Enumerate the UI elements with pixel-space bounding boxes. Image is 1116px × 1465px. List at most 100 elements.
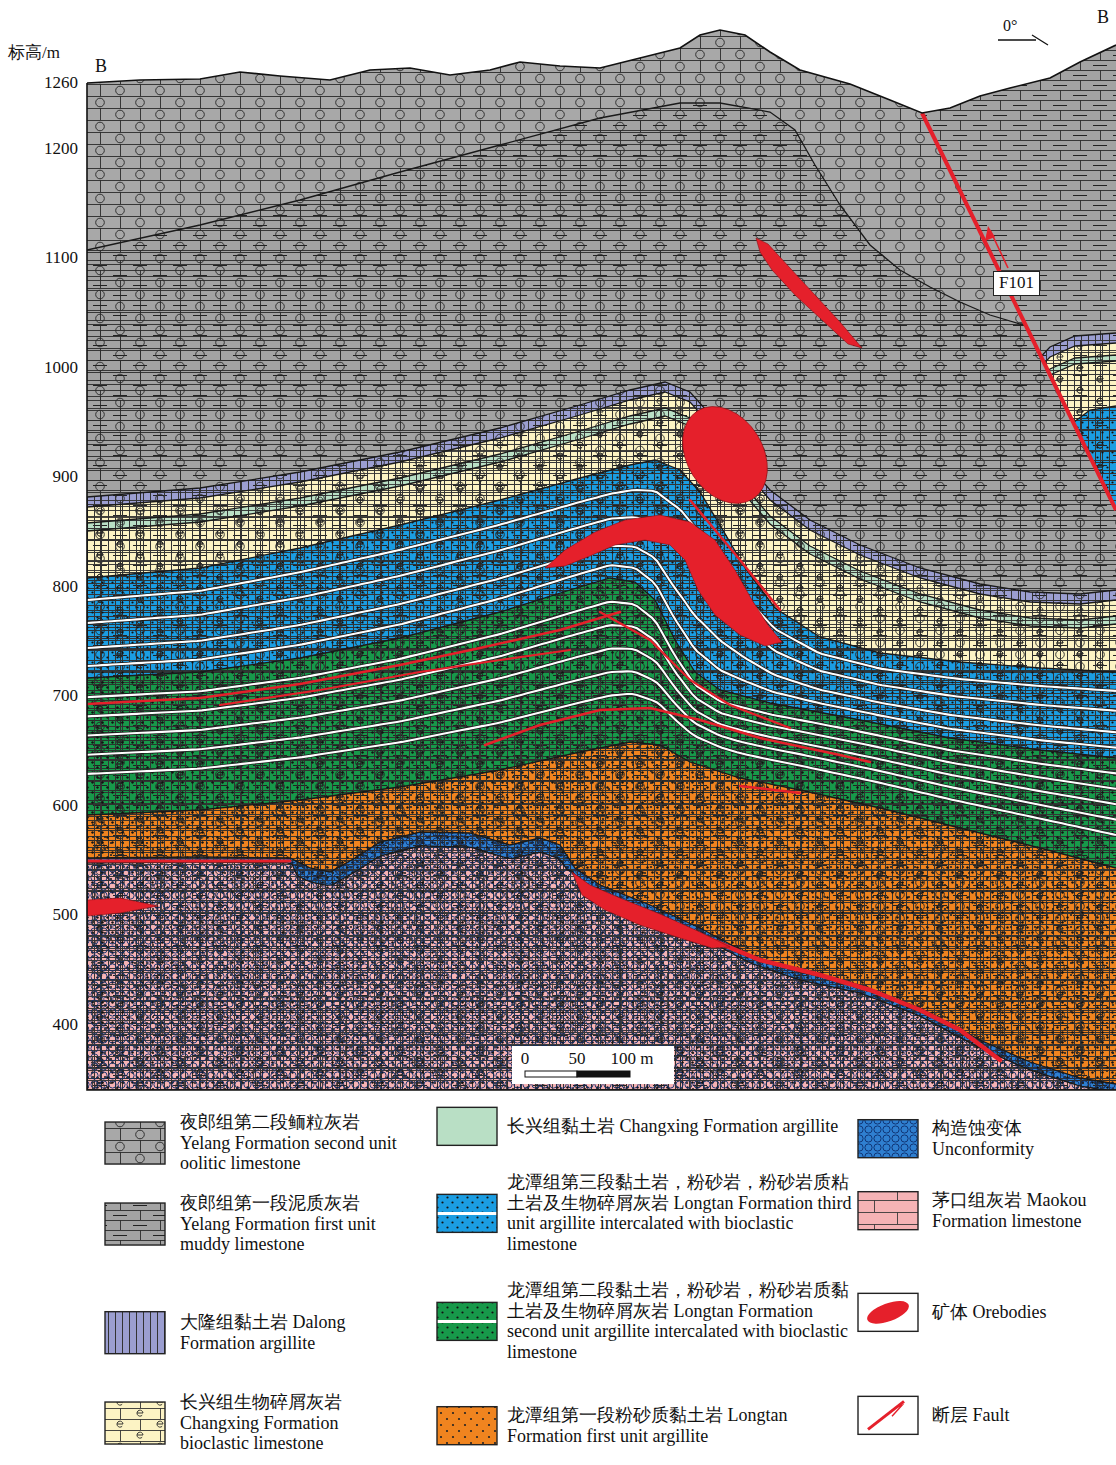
swatch-fill [858,1120,918,1158]
legend-text: 夜郎组第二段鲕粒灰岩 Yelang Formation second unit … [180,1112,405,1174]
swatch-border [858,1396,918,1434]
legend-text: 夜郎组第一段泥质灰岩 Yelang Formation first unit m… [180,1193,405,1255]
swatch-border [105,1312,165,1354]
swatch-pattern [437,1407,497,1445]
scale-label: 0 [521,1050,530,1069]
limestone-bed [87,565,1116,747]
legend-swatch [105,1122,165,1164]
swatch-ground [858,1396,918,1434]
legend-text: 茅口组灰岩 Maokou Formation limestone [932,1190,1110,1231]
scale-label: 100 m [611,1050,654,1069]
section-end-label: B [95,57,107,77]
left-block [87,30,1116,1100]
orebody-symbol [864,1296,912,1328]
swatch-fill [105,1122,165,1164]
legend-text: 龙潭组第三段黏土岩，粉砂岩，粉砂岩质粘土岩及生物碎屑灰岩 Longtan For… [507,1172,852,1255]
swatch-border [437,1302,497,1340]
legend-swatch [105,1203,165,1245]
limestone-bed [87,694,1116,835]
swatch-bed [437,1320,497,1323]
stratum [87,355,1116,1100]
section-end-label: B [1097,8,1109,28]
legend-swatch [437,1407,497,1445]
elevation-tick: 1200 [44,140,78,159]
swatch-border [105,1122,165,1164]
swatch-pattern [437,1302,497,1340]
legend-swatch [105,1402,165,1444]
swatch-border [858,1293,918,1331]
swatch-bed [437,1212,497,1215]
frame [87,83,1116,1090]
topography [87,30,1116,113]
elevation-tick: 1000 [44,359,78,378]
stratum [87,343,1116,1100]
swatch-fill [105,1203,165,1245]
stratum [87,30,1116,1100]
orebody [665,391,785,519]
swatch-pattern [105,1203,165,1245]
swatch-border [437,1407,497,1445]
limestone-bed-edge [87,671,1116,819]
stratum-pattern [87,742,1116,1100]
swatch-border [105,1402,165,1444]
node-text: F101 [999,274,1034,293]
stratum-pattern [87,333,1116,1100]
legend-swatch [437,1302,497,1340]
elevation-tick: 1260 [44,74,78,93]
stratum-pattern [87,406,1116,1100]
fault-label: F101 [993,271,1040,296]
stratum-boundary [87,846,1116,1092]
stratum-pattern [87,30,1116,1100]
fault-symbol [868,1401,904,1429]
legend-text: 构造蚀变体 Unconformity [932,1118,1110,1159]
swatch-border [858,1192,918,1230]
stratum-pattern [87,361,1116,1100]
legend-text: 断层 Fault [932,1405,1110,1426]
orebody-vein [700,935,1000,1060]
legend-swatch [858,1293,918,1331]
swatch-border [105,1203,165,1245]
swatch-fill [437,1302,497,1340]
legend-swatch [437,1194,497,1232]
stratum [87,406,1116,1100]
limestone-bed [87,671,1116,819]
legend-text: 矿体 Orebodies [932,1302,1110,1323]
orebody [756,238,862,348]
elevation-tick: 800 [53,578,79,597]
stratum [87,361,1116,1100]
swatch-fill [437,1107,497,1145]
swatch-border [858,1120,918,1158]
legend-text: 长兴组黏土岩 Changxing Formation argillite [507,1116,852,1137]
limestone-bed [87,546,1116,732]
elevation-tick: 500 [53,906,79,925]
swatch-fill [858,1192,918,1230]
fault-line [922,113,1116,510]
orebody [87,898,158,916]
swatch-fill [105,1312,165,1354]
legend-text: 龙潭组第二段黏土岩，粉砂岩，粉砂岩质黏土岩及生物碎屑灰岩 Longtan For… [507,1280,852,1363]
swatch-fill [437,1407,497,1445]
stratum-boundary [1000,343,1116,410]
right-block [87,30,1116,1100]
elevation-tick: 400 [53,1016,79,1035]
stratum-pattern [87,416,1116,1100]
legend-swatch [105,1312,165,1354]
scale-ground [512,1046,674,1084]
fault-symbol [892,1405,902,1416]
swatch-pattern [105,1402,165,1444]
stratum-pattern [87,30,1116,1100]
legend-swatch [858,1396,918,1434]
swatch-pattern [437,1194,497,1232]
legend-swatch [437,1107,497,1145]
swatch-fill [105,1402,165,1444]
swatch-fill [437,1194,497,1232]
stratum [87,30,1116,1100]
orebody-vein [220,650,570,705]
legend-text: 长兴组生物碎屑灰岩 Changxing Formation bioclastic… [180,1392,405,1454]
orebody [572,872,730,948]
swatch-pattern [858,1120,918,1158]
orebody-vein [87,860,290,863]
swatch-border [437,1107,497,1145]
dip-symbol [998,35,1048,45]
stratum-boundary [87,408,1116,620]
